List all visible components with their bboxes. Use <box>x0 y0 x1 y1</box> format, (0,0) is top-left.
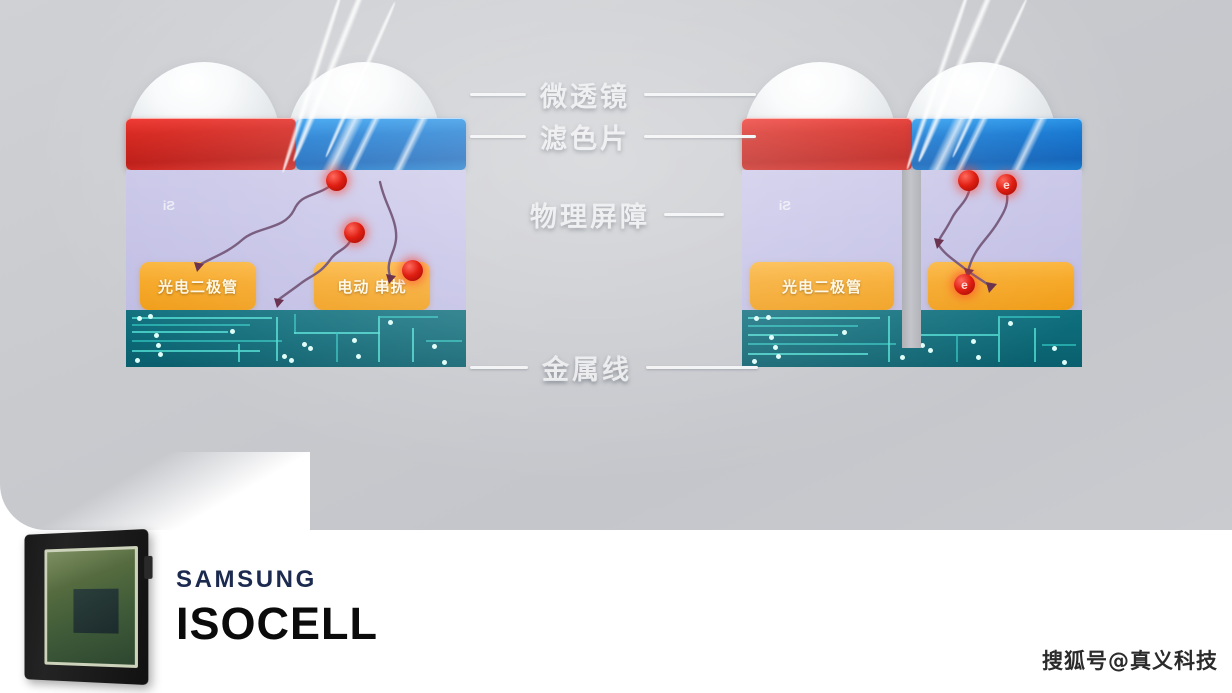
physical-barrier <box>902 170 921 348</box>
red-filter <box>742 118 912 170</box>
color-filter-row <box>742 118 1082 170</box>
blue-filter <box>912 118 1082 170</box>
callout-metal-wiring: 金属线 <box>470 348 758 387</box>
samsung-brand-text: SAMSUNG <box>176 566 317 593</box>
leader-line <box>470 135 526 138</box>
callout-label: 物理屏障 <box>530 202 650 233</box>
samsung-isocell-logo: SAMSUNG ISOCELL <box>176 566 378 650</box>
image-sensor-chip <box>12 528 153 686</box>
leader-line <box>470 93 526 96</box>
diagram-stage: Si 光电二极管 电动 串扰 <box>0 0 1232 530</box>
leader-line <box>644 135 756 138</box>
silicon-marker: Si <box>778 198 791 213</box>
color-filter-row <box>126 118 466 170</box>
photodiode-right <box>928 262 1074 310</box>
blue-filter <box>296 118 466 170</box>
source-watermark: 搜狐号@真义科技 <box>1042 649 1218 673</box>
metal-wiring-layer <box>126 310 466 367</box>
crosstalk-label: 电动 串扰 <box>337 278 407 296</box>
crosstalk-region: 电动 串扰 <box>314 262 430 310</box>
panel-edge-highlight <box>0 452 310 530</box>
callout-label: 微透镜 <box>540 82 630 113</box>
photodiode-label: 光电二极管 <box>157 278 238 296</box>
photodiode-left: 光电二极管 <box>140 262 256 310</box>
isocell-product-text: ISOCELL <box>176 598 379 649</box>
photodiode-left: 光电二极管 <box>750 262 894 310</box>
callout-physical-barrier: 物理屏障 <box>470 195 724 234</box>
leader-line <box>470 366 528 369</box>
callout-label: 金属线 <box>542 355 632 386</box>
isocell-sensor-diagram: Si 光电二极管 <box>742 0 1082 367</box>
callout-label: 滤色片 <box>540 124 630 155</box>
silicon-marker: Si <box>162 198 175 213</box>
callout-color-filter: 滤色片 <box>470 117 756 156</box>
leader-line <box>644 93 756 96</box>
red-filter <box>126 118 296 170</box>
leader-line <box>646 366 758 369</box>
photodiode-label: 光电二极管 <box>781 278 862 296</box>
leader-line <box>664 213 724 216</box>
callout-microlens: 微透镜 <box>470 75 756 114</box>
conventional-sensor-diagram: Si 光电二极管 电动 串扰 <box>126 0 466 367</box>
